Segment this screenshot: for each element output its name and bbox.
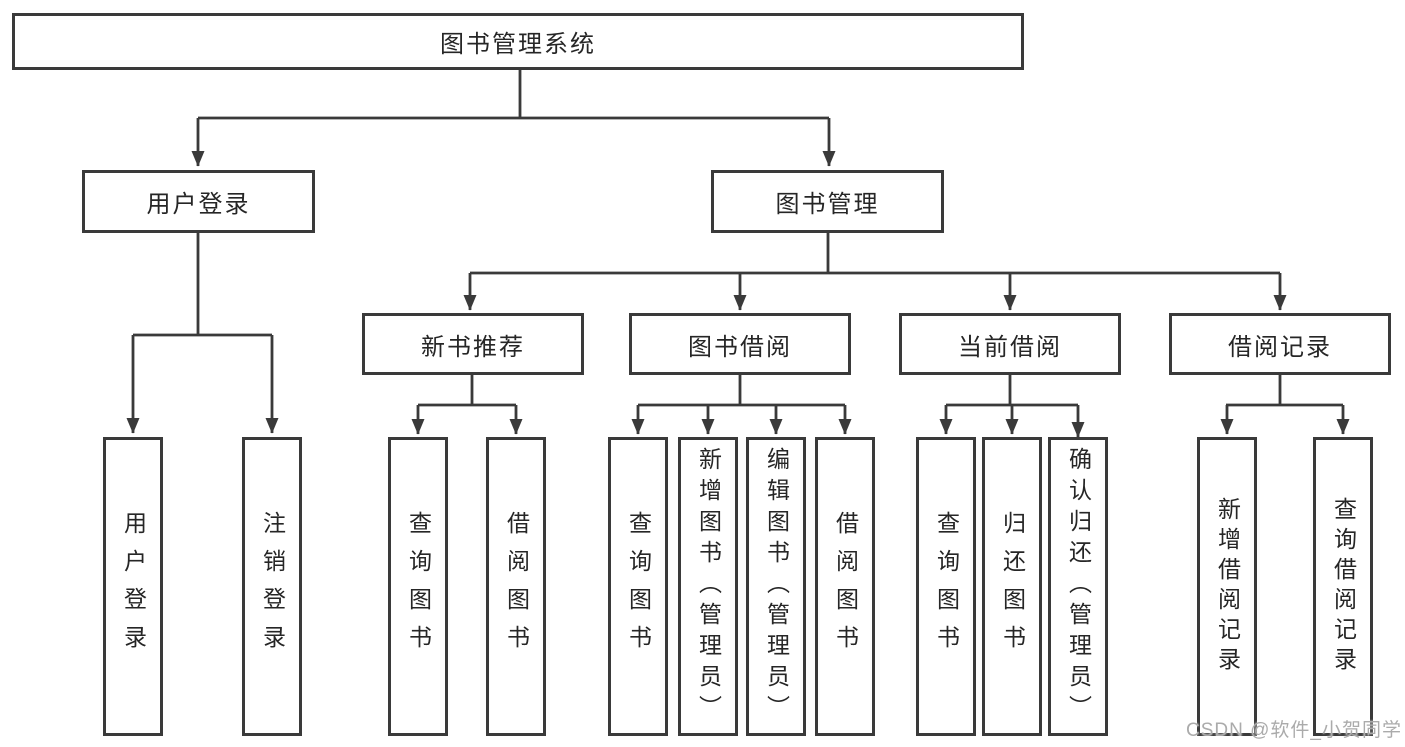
node-book-borrowing: 图书借阅 — [629, 313, 851, 375]
node-user-login: 用户登录 — [82, 170, 315, 233]
leaf-query-borrow-record: 查询借阅记录 — [1313, 437, 1373, 736]
node-user-login-label: 用户登录 — [146, 191, 251, 218]
leaf-borrow-books-recommend: 借阅图书 — [486, 437, 546, 736]
leaf-query-books-current: 查询图书 — [916, 437, 976, 736]
leaf-query-books-borrowing-label: 查询图书 — [625, 510, 652, 663]
leaf-query-books-borrowing: 查询图书 — [608, 437, 668, 736]
leaf-edit-book-admin-label: 编辑图书（管理员） — [763, 447, 790, 726]
leaf-add-book-admin: 新增图书（管理员） — [678, 437, 738, 736]
leaf-edit-book-admin: 编辑图书（管理员） — [746, 437, 806, 736]
connector-structural-lines — [133, 70, 1343, 407]
leaf-return-books-label: 归还图书 — [999, 510, 1026, 663]
leaf-borrow-books-borrowing-label: 借阅图书 — [832, 510, 859, 663]
leaf-query-borrow-record-label: 查询借阅记录 — [1330, 496, 1357, 677]
leaf-add-book-admin-label: 新增图书（管理员） — [695, 447, 722, 726]
node-borrowing-records: 借阅记录 — [1169, 313, 1391, 375]
leaf-query-books-recommend-label: 查询图书 — [405, 510, 432, 663]
leaf-query-books-current-label: 查询图书 — [933, 510, 960, 663]
node-new-book-recommendation-label: 新书推荐 — [421, 333, 525, 361]
node-borrowing-records-label: 借阅记录 — [1228, 333, 1332, 361]
node-book-borrowing-label: 图书借阅 — [688, 333, 792, 361]
leaf-logout: 注销登录 — [242, 437, 302, 736]
leaf-user-login-label: 用户登录 — [120, 510, 147, 663]
leaf-borrow-books-borrowing: 借阅图书 — [815, 437, 875, 736]
node-library-management-system: 图书管理系统 — [12, 13, 1024, 70]
leaf-query-books-recommend: 查询图书 — [388, 437, 448, 736]
leaf-add-borrow-record: 新增借阅记录 — [1197, 437, 1257, 736]
leaf-return-books: 归还图书 — [982, 437, 1042, 736]
node-current-borrowing-label: 当前借阅 — [958, 333, 1062, 361]
node-current-borrowing: 当前借阅 — [899, 313, 1121, 375]
leaf-confirm-return-admin: 确认归还（管理员） — [1048, 437, 1108, 736]
leaf-confirm-return-admin-label: 确认归还（管理员） — [1065, 447, 1092, 726]
leaf-borrow-books-recommend-label: 借阅图书 — [503, 510, 530, 663]
node-new-book-recommendation: 新书推荐 — [362, 313, 584, 375]
node-book-management: 图书管理 — [711, 170, 944, 233]
leaf-user-login: 用户登录 — [103, 437, 163, 736]
node-book-management-label: 图书管理 — [775, 191, 880, 218]
watermark: CSDN @软件_小贺同学 — [1186, 720, 1402, 741]
leaf-logout-label: 注销登录 — [259, 510, 286, 663]
node-library-management-system-label: 图书管理系统 — [440, 31, 596, 58]
leaf-add-borrow-record-label: 新增借阅记录 — [1214, 496, 1241, 677]
